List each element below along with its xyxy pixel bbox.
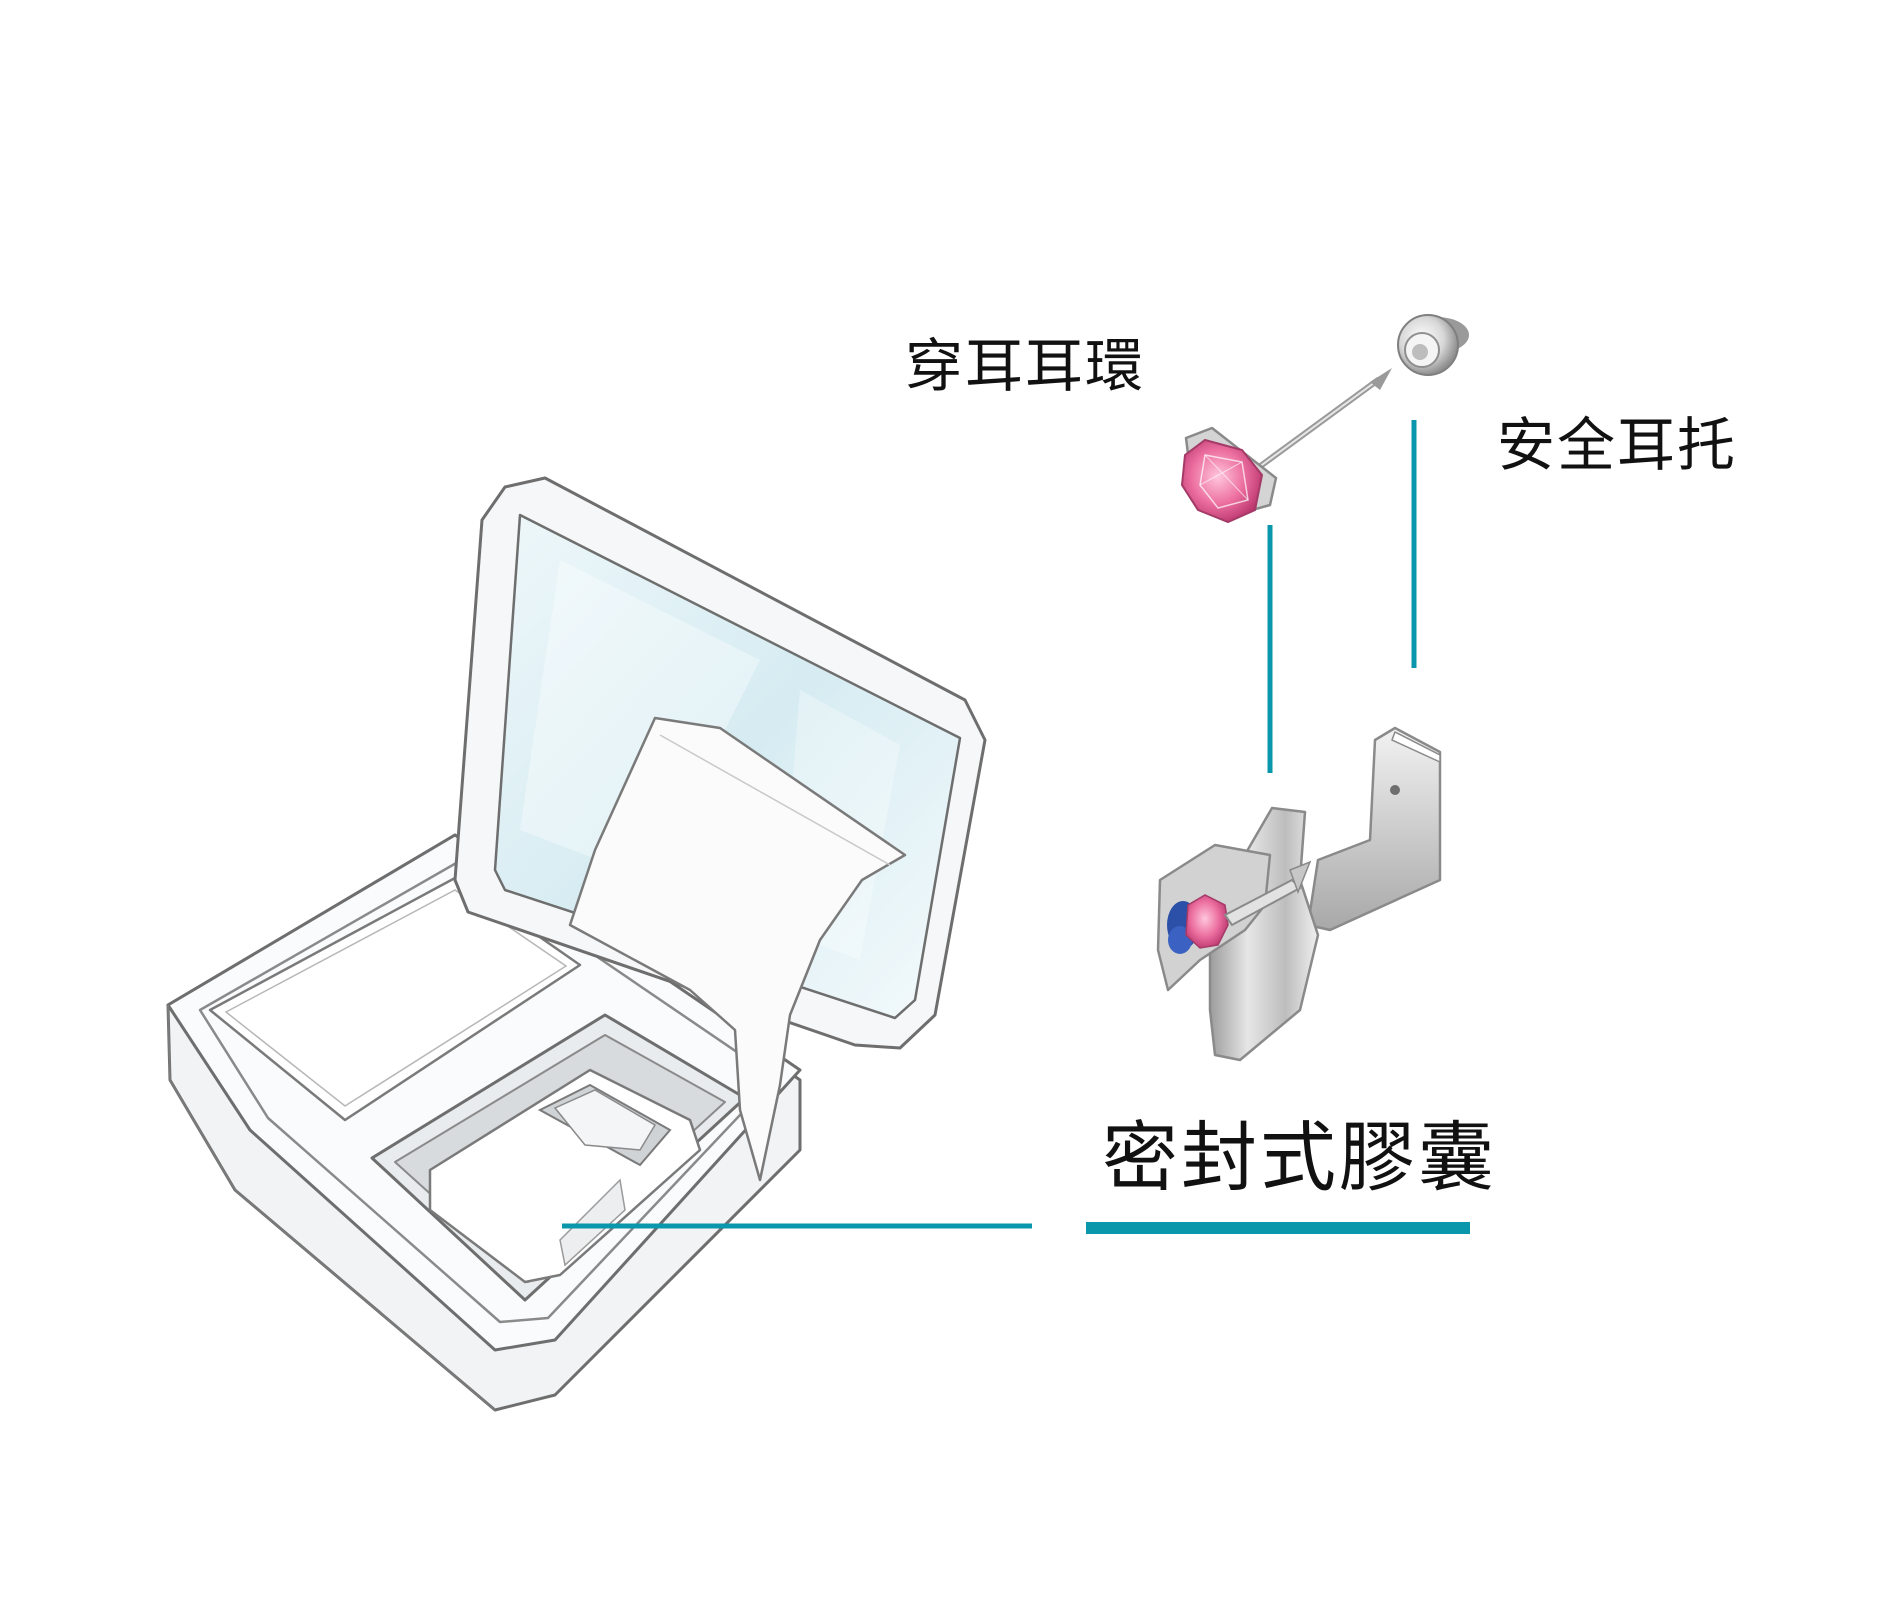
- earring-back-illustration: [1397, 314, 1469, 376]
- cartridge-illustration: [428, 1068, 702, 1284]
- capsule-label: 密封式膠囊: [1102, 1113, 1497, 1202]
- earring-label: 穿耳耳環: [905, 332, 1146, 400]
- open-case-illustration: [166, 476, 987, 1412]
- backing-label: 安全耳托: [1497, 411, 1738, 479]
- metal-cartridge-illustration: [1156, 726, 1442, 1062]
- stud-earring-illustration: [1180, 368, 1392, 524]
